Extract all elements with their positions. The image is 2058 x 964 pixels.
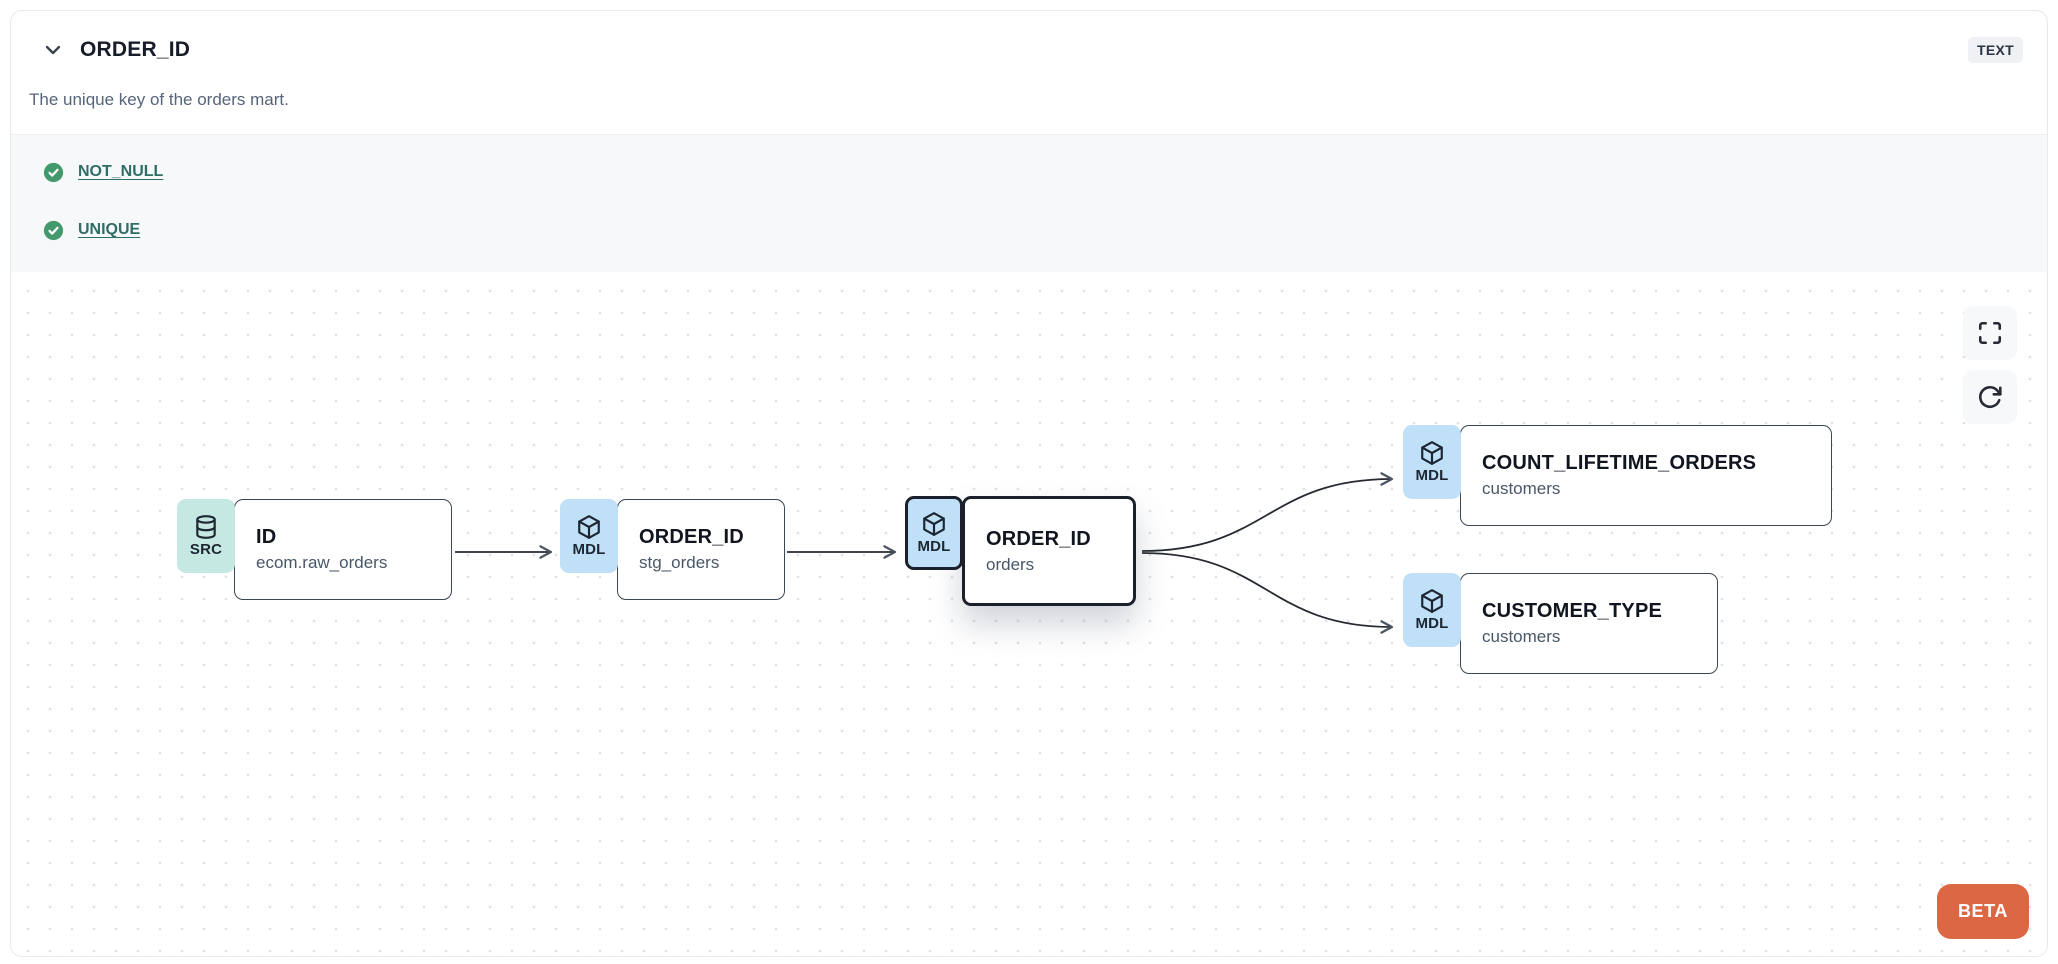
node-title: ORDER_ID xyxy=(639,526,744,548)
model-cube-icon xyxy=(1421,441,1443,465)
test-row: UNIQUE xyxy=(43,217,2047,243)
test-link-unique[interactable]: UNIQUE xyxy=(78,221,141,238)
model-cube-icon xyxy=(923,512,945,536)
test-link-not-null[interactable]: NOT_NULL xyxy=(78,163,164,180)
refresh-icon xyxy=(1978,385,2002,409)
node-type-label: MDL xyxy=(1415,615,1449,632)
node-type-label: MDL xyxy=(572,541,606,558)
model-type-badge: MDL xyxy=(1403,573,1461,647)
source-type-badge: SRC xyxy=(177,499,235,573)
node-box: ID ecom.raw_orders xyxy=(234,499,452,600)
node-box: COUNT_LIFETIME_ORDERS customers xyxy=(1460,425,1832,526)
lineage-node-stg-orders[interactable]: MDL ORDER_ID stg_orders xyxy=(560,499,785,600)
panel-header: ORDER_ID TEXT xyxy=(11,11,2047,63)
collapse-chevron-button[interactable] xyxy=(39,36,67,64)
beta-badge: BETA xyxy=(1937,884,2029,939)
node-type-label: MDL xyxy=(917,538,951,555)
model-type-badge: MDL xyxy=(905,496,963,570)
lineage-node-count-lifetime-orders[interactable]: MDL COUNT_LIFETIME_ORDERS customers xyxy=(1403,425,1832,526)
test-pass-check-icon xyxy=(43,162,64,182)
node-title: ID xyxy=(256,526,277,548)
chevron-down-icon xyxy=(45,45,61,55)
column-title: ORDER_ID xyxy=(80,38,191,61)
lineage-edges xyxy=(455,472,1394,634)
model-cube-icon xyxy=(578,515,600,539)
tests-section: NOT_NULL UNIQUE xyxy=(11,134,2047,272)
node-subtitle: stg_orders xyxy=(639,553,720,572)
node-type-label: SRC xyxy=(189,541,223,558)
node-subtitle: ecom.raw_orders xyxy=(256,553,388,572)
column-details-panel: ORDER_ID TEXT The unique key of the orde… xyxy=(10,10,2048,957)
fullscreen-icon xyxy=(1978,321,2002,345)
model-type-badge: MDL xyxy=(1403,425,1461,499)
graph-controls xyxy=(1963,306,2017,424)
node-title: ORDER_ID xyxy=(986,527,1091,550)
node-box: CUSTOMER_TYPE customers xyxy=(1460,573,1718,674)
node-title: COUNT_LIFETIME_ORDERS xyxy=(1482,452,1757,474)
lineage-node-source-id[interactable]: SRC ID ecom.raw_orders xyxy=(177,499,452,600)
node-subtitle: customers xyxy=(1482,627,1561,646)
node-box: ORDER_ID orders xyxy=(962,496,1136,606)
lineage-node-orders-selected[interactable]: MDL ORDER_ID orders xyxy=(905,496,1136,606)
model-cube-icon xyxy=(1421,589,1443,613)
column-type-badge: TEXT xyxy=(1968,37,2023,63)
test-row: NOT_NULL xyxy=(43,159,2047,185)
database-icon xyxy=(196,515,216,539)
node-subtitle: customers xyxy=(1482,479,1561,498)
lineage-graph-canvas[interactable]: SRC ID ecom.raw_orders MDL ORDER_ID stg_… xyxy=(11,272,2047,956)
refresh-button[interactable] xyxy=(1963,370,2017,424)
node-box: ORDER_ID stg_orders xyxy=(617,499,785,600)
lineage-node-customer-type[interactable]: MDL CUSTOMER_TYPE customers xyxy=(1403,573,1718,674)
fullscreen-button[interactable] xyxy=(1963,306,2017,360)
node-subtitle: orders xyxy=(986,554,1035,574)
model-type-badge: MDL xyxy=(560,499,618,573)
column-description: The unique key of the orders mart. xyxy=(29,90,289,109)
test-pass-check-icon xyxy=(43,220,64,240)
node-title: CUSTOMER_TYPE xyxy=(1482,600,1663,622)
node-type-label: MDL xyxy=(1415,467,1449,484)
